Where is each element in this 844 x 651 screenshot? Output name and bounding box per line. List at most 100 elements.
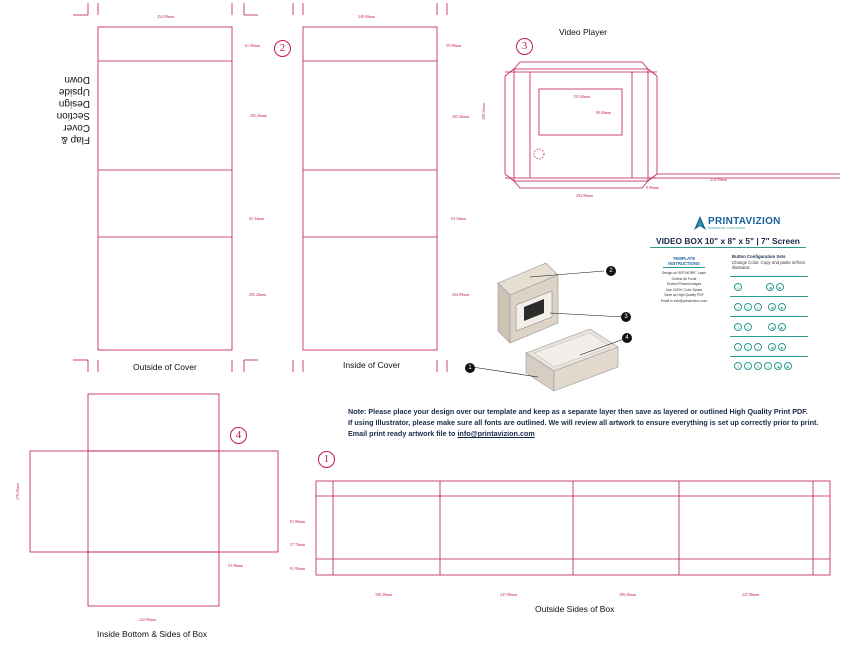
divider [730,356,808,357]
panel-number: 1 [318,451,335,468]
button-1: 1 [734,323,742,331]
logo-icon [694,216,706,230]
dim-label: 155.00mm [573,94,591,99]
prev-icon: ◀ [768,303,776,311]
power-icon: ⏻ [734,303,742,311]
flap-text-line: Design [58,98,90,109]
config-subtitle: Change Color, Copy and paste in/from ill… [732,260,806,270]
button-4: 4 [764,362,772,370]
button-3: 3 [754,362,762,370]
note-line: Email print ready artwork file to [348,429,458,438]
power-icon: ⏻ [734,283,742,291]
button-2: 2 [744,343,752,351]
dim-label: 91.90mm [290,519,306,524]
callout-marker: 4 [622,333,632,343]
note-line: If using Illustrator, please make sure a… [348,418,819,427]
dim-label: 249.99mm [358,14,376,19]
divider [730,336,808,337]
instruction-item: Outline All Fonts [671,276,697,281]
button-1: 1 [734,343,742,351]
print-note: Note: Please place your design over our … [348,406,818,439]
divider [663,267,705,268]
dim-label: 204.99mm [452,292,470,297]
next-icon: ▶ [778,323,786,331]
dim-label: 61.90mm [245,43,261,48]
button-2: 2 [744,323,752,331]
button-set-4: 1 2 3 ◀ ▶ [734,343,786,351]
power-icon: ⏻ [744,303,752,311]
panel-number: 2 [274,40,291,57]
dim-label: 205.26mm [452,114,470,119]
divider [730,316,808,317]
dim-label: 254.99mm [576,193,594,198]
dim-label: 247.90mm [742,592,760,597]
dim-label: 190.50mm [481,102,486,120]
dim-label: 189.20mm [619,592,637,597]
instruction-item: Design on"ARTWORK" Layer [661,271,707,275]
dim-label: 189.20mm [375,592,393,597]
dim-label: 91.90mm [290,566,306,571]
button-set-5: 1 2 3 4 ◀ ▶ [734,362,792,370]
note-line: Please place your design over our templa… [366,407,808,416]
video-player-label: Video Player [559,27,608,37]
box-illustration [471,262,625,392]
next-icon: ▶ [778,303,786,311]
next-icon: ▶ [776,283,784,291]
config-title: Button Configuration Sets [732,254,786,259]
template-instructions-title: TEMPLATE INSTRUCTIONS [668,256,700,266]
callout-marker: 1 [465,363,475,373]
flap-text-line: Cover [63,122,90,133]
next-icon: ▶ [778,343,786,351]
outside-cover-label: Outside of Cover [133,362,197,372]
brand-tagline: INSPIRED BY YOUR VISION [708,226,745,230]
panel-number: 4 [230,427,247,444]
button-set-3: 1 2 ◀ ▶ [734,323,786,331]
divider [650,247,806,248]
button-2: 2 [744,362,752,370]
brand-logo: PRINTAVIZION INSPIRED BY YOUR VISION [694,216,781,230]
note-prefix: Note: [348,407,367,416]
dim-label: 89.00mm [596,110,612,115]
divider [730,276,808,277]
prev-icon: ◀ [766,283,774,291]
dim-label: 247.90mm [500,592,518,597]
instruction-item: Use CMYK Color Space [665,287,703,292]
dim-label: 254.99mm [710,177,728,182]
flap-text-line: Flap & [61,134,90,145]
prev-icon: ◀ [768,323,776,331]
dim-label: 205.26mm [249,292,267,297]
prev-icon: ◀ [768,343,776,351]
dim-label: 63.34mm [451,216,467,221]
button-3: 3 [754,343,762,351]
instruction-item: Embed Photos/Images [666,282,702,286]
callout-marker: 3 [621,312,631,322]
instruction-item: Email to info@printavizion.com [660,298,708,303]
divider [730,296,808,297]
dim-label: 57.70mm [290,542,306,547]
brand-name: PRINTAVIZION [708,216,781,227]
instructions-list: Design on"ARTWORK" Layer Outline All Fon… [656,271,712,304]
next-icon: ▶ [784,362,792,370]
dim-label: 254.99mm [157,14,175,19]
email-link[interactable]: info@printavizion.com [457,429,535,438]
panel-number: 3 [516,38,533,55]
outside-sides-label: Outside Sides of Box [535,604,615,614]
instruction-item: Save as High Quality PDF [664,293,704,297]
dim-label: 59.99mm [446,43,462,48]
prev-icon: ◀ [774,362,782,370]
button-1: 1 [734,362,742,370]
button-set-2: ⏻ ⏻ ⏻ ◀ ▶ [734,303,786,311]
inside-bottom-label: Inside Bottom & Sides of Box [97,629,208,639]
dim-label: 9.90mm [646,185,660,190]
inside-cover-label: Inside of Cover [343,360,401,370]
flap-text-line: Down [64,74,90,85]
callout-marker: 2 [606,266,616,276]
flap-text-line: Upside [58,86,90,97]
dim-label: 205.26mm [250,113,268,118]
dim-label: 179.20mm [15,482,20,500]
dim-label: 242.90mm [139,617,157,622]
dim-label: 53.98mm [228,563,244,568]
instructions-card: PRINTAVIZION INSPIRED BY YOUR VISION VID… [650,216,810,370]
dim-label: 65.34mm [249,216,265,221]
